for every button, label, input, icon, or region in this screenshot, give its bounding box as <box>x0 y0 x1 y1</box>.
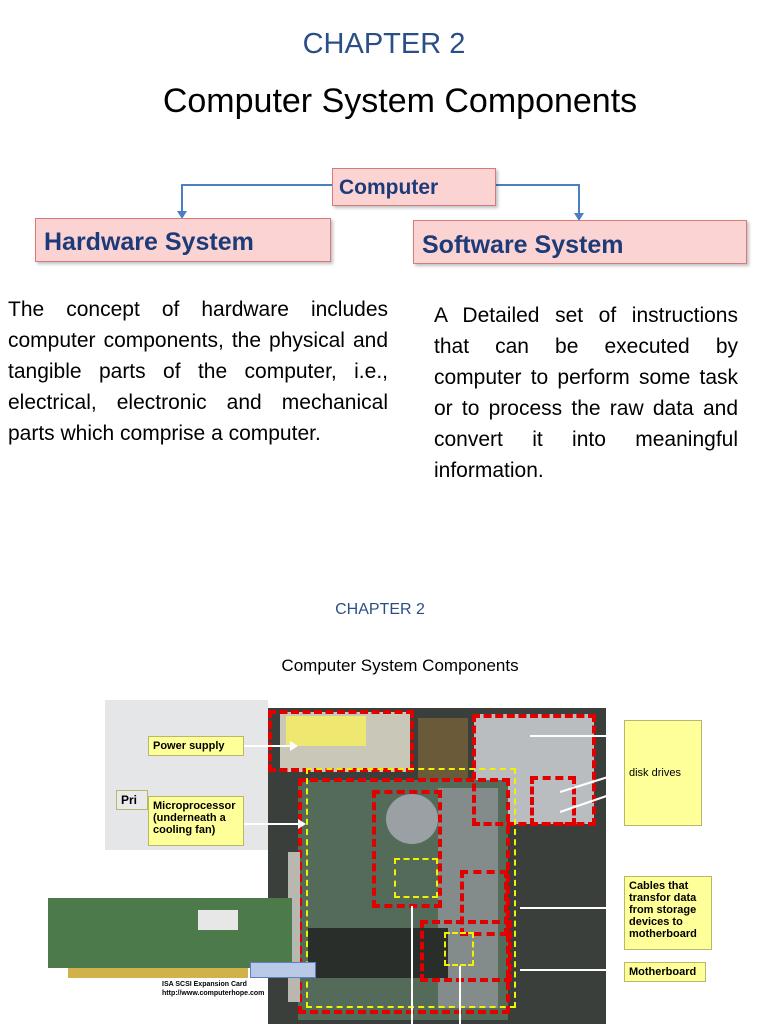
label-cables: Cables that transfor data from storage d… <box>624 876 712 950</box>
arrowhead-hardware <box>177 211 187 219</box>
connector-to-software <box>496 184 580 218</box>
pointer-arrows <box>244 735 625 1024</box>
hardware-description: The concept of hardware includes compute… <box>8 298 388 445</box>
label-power-supply: Power supply <box>148 736 244 756</box>
page-title: Computer System Components <box>162 82 638 120</box>
yellow-sticker <box>286 716 366 746</box>
software-system-box: Software System <box>413 220 747 264</box>
label-partial: Pri <box>116 790 148 810</box>
computer-box: Computer <box>332 168 496 206</box>
highlight-power-supply <box>268 710 414 772</box>
highlight-motherboard <box>298 778 510 1014</box>
arrowhead-software <box>574 213 584 221</box>
card-caption: ISA SCSI Expansion Card <box>162 981 247 988</box>
hardware-system-box: Hardware System <box>35 218 331 262</box>
connector-to-hardware <box>181 184 332 216</box>
chapter-heading-2: CHAPTER 2 <box>335 601 425 618</box>
computer-interior-photo <box>268 708 606 1024</box>
card-url: http://www.computerhope.com <box>162 990 265 997</box>
card-pcb <box>48 898 292 968</box>
highlight-cpu <box>372 790 442 908</box>
highlight-drive-small <box>530 776 576 826</box>
card-arrow <box>250 962 316 978</box>
label-disk-drives: disk drives <box>624 720 702 826</box>
software-description: A Detailed set of instructions that can … <box>434 304 738 482</box>
highlight-chipset <box>420 920 512 982</box>
highlight-chip-2 <box>444 932 474 966</box>
highlight-chip <box>394 858 438 898</box>
expansion-slots <box>308 928 448 978</box>
card-chip <box>198 910 238 930</box>
hierarchy-connectors <box>177 184 584 221</box>
cpu-fan <box>386 794 438 844</box>
chapter-heading: CHAPTER 2 <box>302 28 466 60</box>
label-microprocessor: Microprocessor (underneath a cooling fan… <box>148 796 244 846</box>
page-title-2: Computer System Components <box>281 656 519 675</box>
card-edge-connector <box>68 968 248 978</box>
expansion-card-image: ISA SCSI Expansion Card http://www.compu… <box>48 852 304 1020</box>
label-motherboard: Motherboard <box>624 962 706 982</box>
